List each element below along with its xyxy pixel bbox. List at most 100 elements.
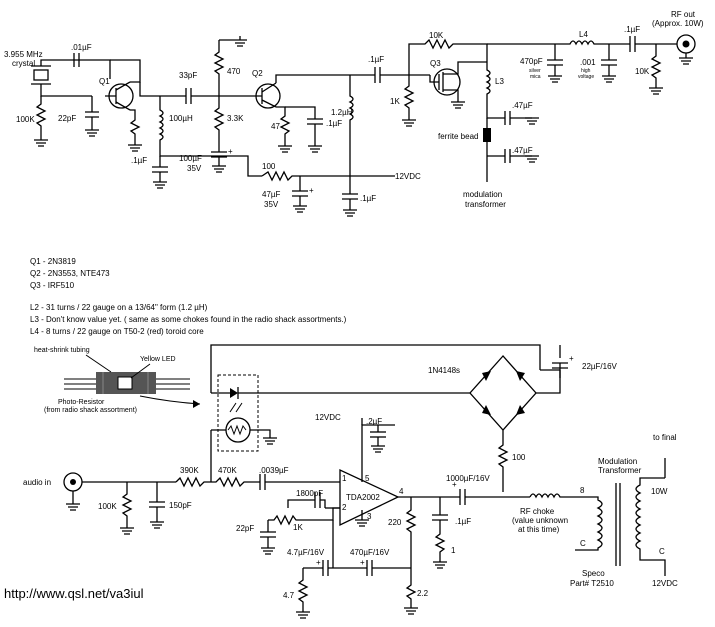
r-10k-a-label: 10K — [429, 31, 444, 40]
c-1800pF-label: 1800pF — [296, 489, 323, 498]
r-22-label: 2.2 — [417, 589, 429, 598]
crystal-symbol — [31, 65, 51, 85]
l-100uH-label: 100µH — [169, 114, 193, 123]
photoresistor-symbol — [225, 417, 251, 443]
c-2uF-label: .2µF — [366, 417, 382, 426]
c-470pF-label: 470pF — [520, 57, 543, 66]
svg-text:+: + — [316, 558, 321, 567]
svg-text:+: + — [309, 186, 314, 195]
photoresistor-label: Photo-Resistor(from radio shack assortme… — [44, 399, 137, 414]
ferrite-bead — [483, 128, 491, 142]
c-0039-label: .0039µF — [259, 466, 289, 475]
pin1-label: 1 — [342, 474, 347, 483]
website-url: http://www.qsl.net/va3iul — [4, 586, 144, 601]
w10-label: 10W — [651, 487, 668, 496]
rf-out-connector — [676, 34, 696, 65]
vdc12-label: 12VDC — [395, 172, 421, 181]
c-1uF-mod-label: .1µF — [455, 517, 471, 526]
parts-list-item: L3 - Don't know value yet. ( same as som… — [30, 315, 347, 324]
rf-out-label: RF out(Approx. 10W) — [652, 10, 704, 28]
t-8-label: 8 — [580, 486, 585, 495]
c-1uF-e-label: .1µF — [624, 25, 640, 34]
t-c-label: C — [580, 539, 586, 548]
svg-text:+: + — [452, 480, 457, 489]
1n4148-label: 1N4148s — [428, 366, 460, 375]
c-1uF-b-label: .1µF — [326, 119, 342, 128]
c-1000uF-label: 1000µF/16V — [446, 474, 490, 483]
r-100-label: 100 — [262, 162, 276, 171]
audio-in-label: audio in — [23, 478, 51, 487]
pin4-label: 4 — [399, 487, 404, 496]
audio-in-connector — [63, 472, 83, 492]
c-22pF-mod-label: 22pF — [236, 524, 254, 533]
svg-text:+: + — [569, 354, 574, 363]
heatshrink-label: heat-shrink tubing — [34, 347, 90, 354]
tda2002-amp — [339, 468, 400, 527]
c-1uF-d-label: .1µF — [368, 55, 384, 64]
svg-text:+: + — [360, 558, 365, 567]
q2-transistor — [255, 82, 281, 109]
pin3-label: 3 — [367, 512, 372, 521]
r-47-label: 47 — [271, 122, 280, 131]
c-22uF-label: 22µF/16V — [582, 362, 618, 371]
pin5-label: 5 — [365, 474, 370, 483]
c-470uF16-label: 470µF/16V — [350, 548, 390, 557]
l4-label: L4 — [579, 30, 588, 39]
v35-b-label: 35V — [264, 200, 279, 209]
r-470k-label: 470K — [218, 466, 237, 475]
ferrite-label: ferrite bead — [438, 132, 478, 141]
opto-box — [217, 374, 259, 452]
c-100uF-label: 100µF — [179, 154, 202, 163]
parts-list: Q1 - 2N3819 Q2 - 2N3553, NTE473 Q3 - IRF… — [30, 256, 346, 338]
vdc12b-label: 12VDC — [652, 579, 678, 588]
r-100k-mod-label: 100K — [98, 502, 117, 511]
parts-list-item: L2 - 31 turns / 22 gauge on a 13/64" for… — [30, 303, 208, 312]
tda-label: TDA2002 — [346, 493, 380, 502]
modulation-transformer — [575, 458, 666, 576]
r-1k-label: 1K — [390, 97, 400, 106]
cap-01uF-label: .01µF — [71, 43, 92, 52]
l-1.2uH-label: 1.2µH — [331, 108, 353, 117]
v35-a-label: 35V — [187, 164, 202, 173]
parts-list-item: Q3 - IRF510 — [30, 281, 75, 290]
parts-list-item: Q1 - 2N3819 — [30, 257, 76, 266]
opto-coupler-illustration — [64, 372, 190, 394]
svg-text:+: + — [228, 147, 233, 156]
r-470-label: 470 — [227, 67, 241, 76]
c-47uF-a-label: .47µF — [512, 101, 533, 110]
vdc12-mod-label: 12VDC — [315, 413, 341, 422]
c-47uF-label: 47µF — [262, 190, 281, 199]
r-1-label: 1 — [451, 546, 456, 555]
t-c2-label: C — [659, 547, 665, 556]
q1-transistor — [105, 81, 134, 111]
q3-label: Q3 — [430, 59, 441, 68]
c-1uF-c-label: .1µF — [360, 194, 376, 203]
r-1k-mod-label: 1K — [293, 523, 303, 532]
q3-mosfet — [433, 61, 487, 102]
r-220-label: 220 — [388, 518, 402, 527]
c-22pF-label: 22pF — [58, 114, 76, 123]
parts-list-item: L4 - 8 turns / 22 gauge on T50-2 (red) t… — [30, 327, 204, 336]
to-final-label: to final — [653, 433, 677, 442]
q2-label: Q2 — [252, 69, 263, 78]
l3-label: L3 — [495, 77, 504, 86]
c-47uF-b-label: .47µF — [512, 146, 533, 155]
c-47uF16-label: 4.7µF/16V — [287, 548, 325, 557]
r-100k-label: 100K — [16, 115, 35, 124]
r-100-bridge-label: 100 — [512, 453, 526, 462]
pin2-label: 2 — [342, 503, 347, 512]
c-1uF-a-label: .1µF — [131, 156, 147, 165]
c-33pF-label: 33pF — [179, 71, 197, 80]
r-47-mod-label: 4.7 — [283, 591, 295, 600]
bridge-rectifier — [469, 355, 537, 431]
r-390k-label: 390K — [180, 466, 199, 475]
r-10k-b-label: 10K — [635, 67, 650, 76]
